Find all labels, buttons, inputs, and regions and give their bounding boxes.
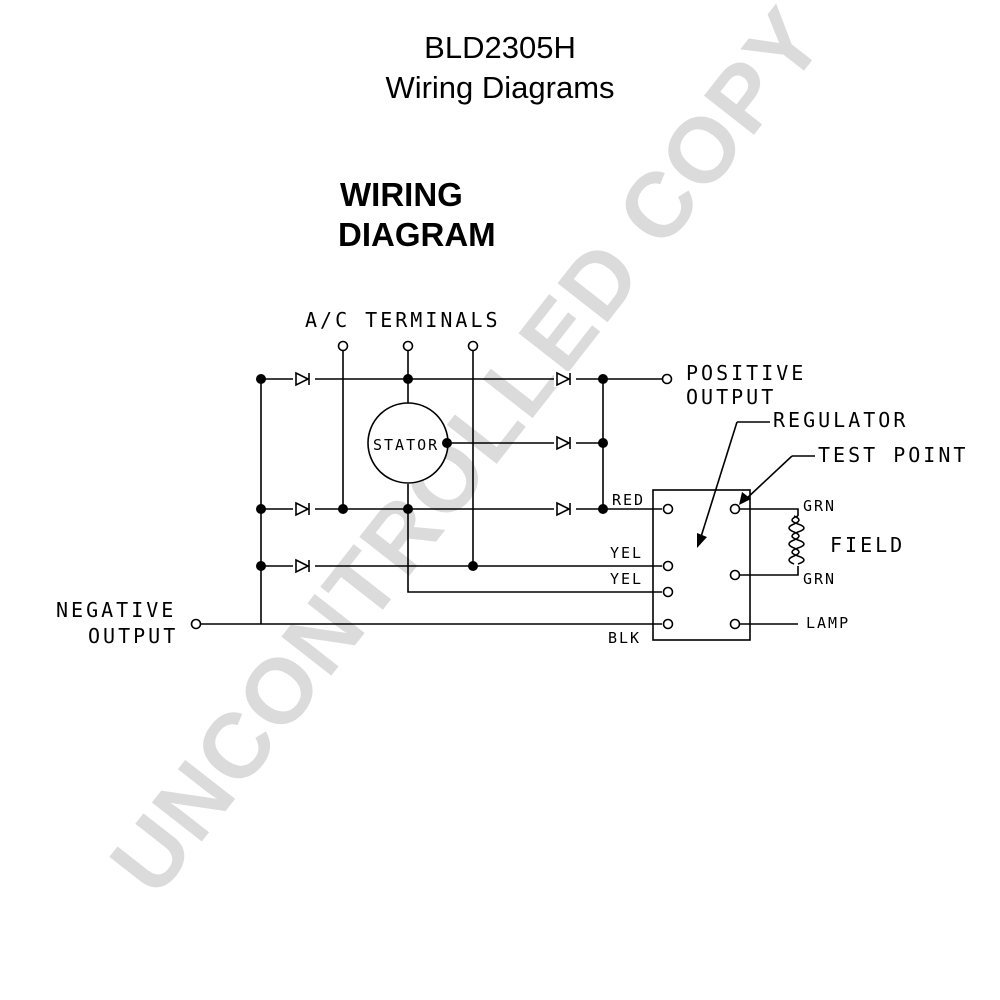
wire-label-grn-2: GRN (803, 570, 836, 588)
field-wire-bottom (740, 566, 799, 576)
wire-label-yel-1: YEL (610, 544, 643, 562)
wires (200, 350, 815, 625)
field-coil-inner-icon (788, 515, 800, 565)
wire-label-yel-2: YEL (610, 570, 643, 588)
diode-icon (554, 371, 576, 387)
junction-dot (598, 374, 608, 384)
stator-label-overlay: STATOR (373, 436, 439, 454)
negative-output-terminal (190, 618, 202, 630)
regulator-terminal-blk (662, 618, 674, 630)
ac-terminal-3 (467, 340, 479, 352)
positive-output-terminal (661, 373, 673, 385)
page-subtitle: Wiring Diagrams (385, 70, 614, 105)
regulator-terminal-grn-2 (729, 569, 741, 581)
junction-dot (256, 561, 266, 571)
diagram-title-line-2: DIAGRAM (338, 216, 496, 253)
diagram-title-line-1: WIRING (340, 176, 463, 213)
test-point-leader (744, 455, 793, 501)
diode-icon (554, 501, 576, 517)
wire-label-lamp: LAMP (806, 614, 850, 632)
junction-dot (598, 504, 608, 514)
wire-label-red: RED (612, 491, 645, 509)
junction-dot (403, 374, 413, 384)
regulator-label: REGULATOR (773, 408, 908, 432)
terminals (190, 340, 741, 630)
field-wire-top (740, 508, 799, 516)
junction-dots (256, 374, 608, 571)
diodes (293, 371, 576, 574)
negative-output-label-2: OUTPUT (88, 624, 178, 648)
regulator-arrow-head (697, 533, 707, 548)
regulator-terminal-lamp (729, 618, 741, 630)
junction-dot (338, 504, 348, 514)
positive-output-label-1: POSITIVE (686, 361, 806, 385)
regulator-leader (699, 421, 738, 541)
regulator-box (652, 489, 751, 641)
junction-dot (403, 504, 413, 514)
junction-dot (256, 374, 266, 384)
field-label: FIELD (830, 533, 905, 557)
page-title: BLD2305H (424, 30, 576, 65)
test-point-arrow-head (739, 492, 751, 505)
watermark-text: UNCONTROLLED COPY (91, 0, 844, 913)
diode-icon (293, 558, 315, 574)
regulator-terminal-grn-1 (729, 503, 741, 515)
diode-icon (554, 435, 576, 451)
ac-terminal-2 (402, 340, 414, 352)
ac-terminal-1 (337, 340, 349, 352)
regulator-terminal-red (662, 503, 674, 515)
diode-icon (293, 501, 315, 517)
test-point-label: TEST POINT (818, 443, 968, 467)
junction-dot (598, 438, 608, 448)
regulator-terminal-yel-2 (662, 586, 674, 598)
ac-terminals-label: A/C TERMINALS (305, 308, 501, 332)
diode-icon (293, 371, 315, 387)
wire-label-blk: BLK (608, 629, 641, 647)
stator-center-wire (407, 484, 662, 593)
junction-dot (468, 561, 478, 571)
field-coil-icon (791, 515, 805, 565)
wire-label-grn-1: GRN (803, 497, 836, 515)
negative-output-label-1: NEGATIVE (56, 598, 176, 622)
junction-dot (256, 504, 266, 514)
junction-dot (442, 438, 452, 448)
regulator-terminal-yel-1 (662, 560, 674, 572)
positive-output-label-2: OUTPUT (686, 385, 776, 409)
